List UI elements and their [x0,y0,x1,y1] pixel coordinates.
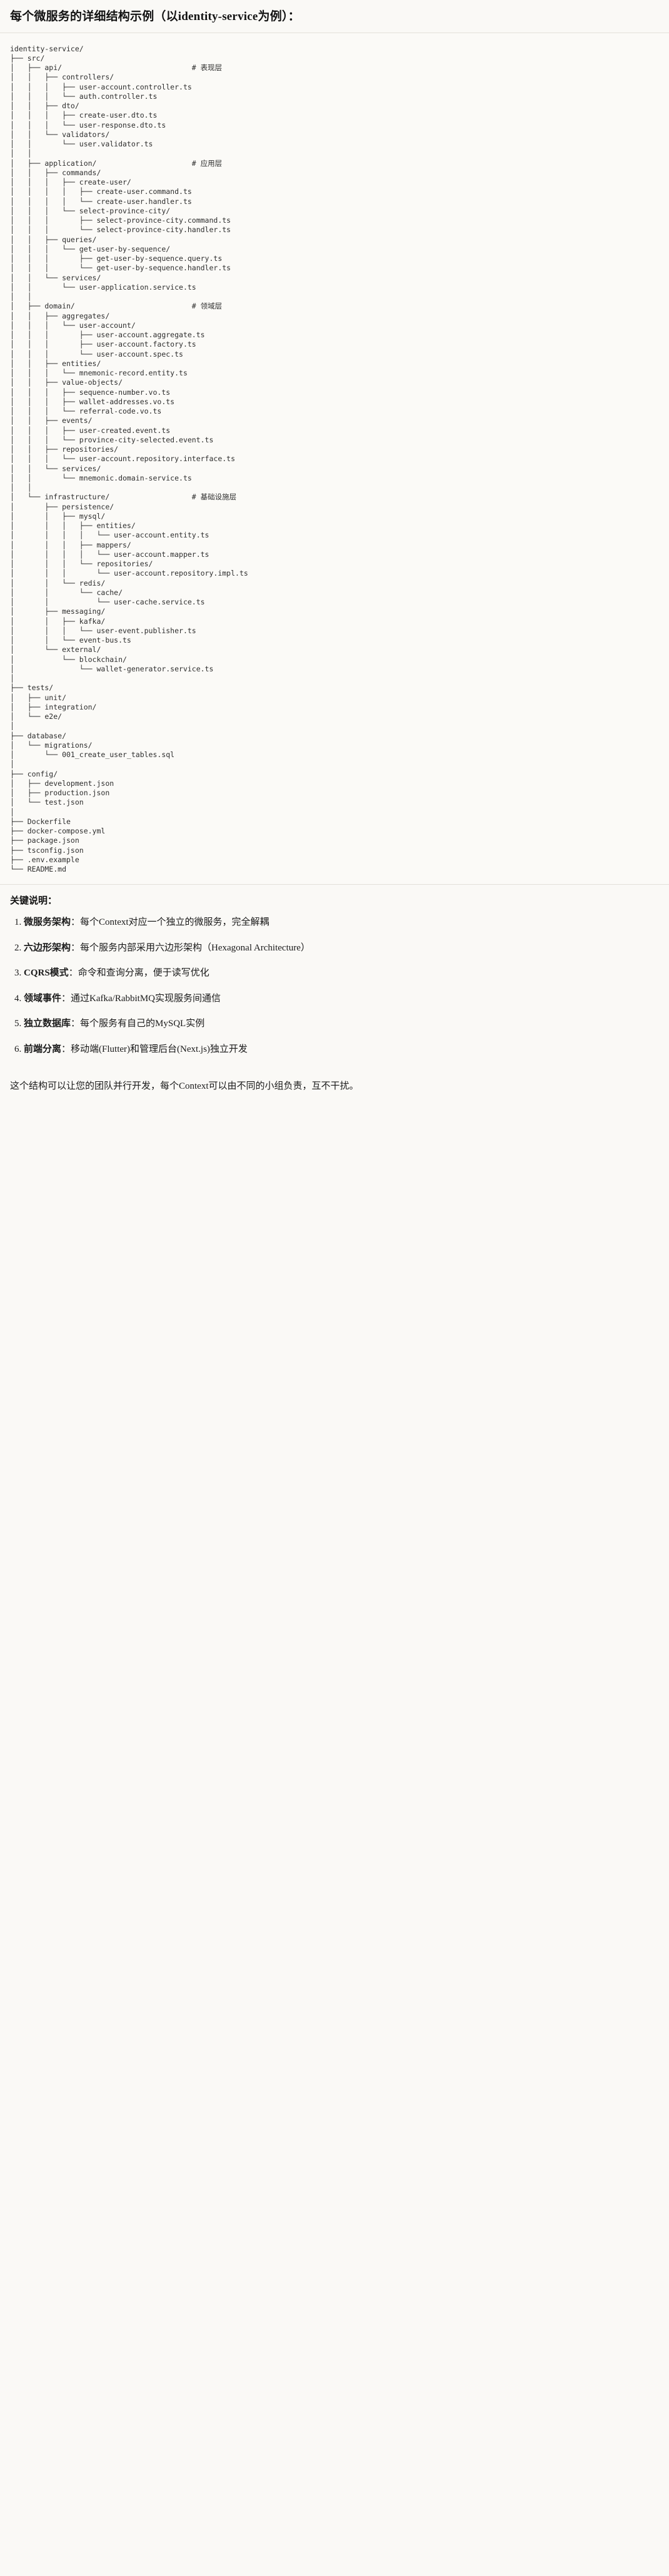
page-title: 每个微服务的详细结构示例（以identity-service为例）： [10,10,300,23]
key-points-list: 微服务架构：每个Context对应一个独立的微服务，完全解耦六边形架构：每个服务… [10,915,659,1056]
closing-paragraph: 这个结构可以让您的团队并行开发，每个Context可以由不同的小组负责，互不干扰… [10,1081,359,1092]
key-point-description: 通过Kafka/RabbitMQ实现服务间通信 [71,993,221,1004]
key-points-title: 关键说明： [10,896,58,907]
key-point-term: 独立数据库 [24,1019,71,1029]
key-point-term: 领域事件 [24,993,62,1004]
key-point-separator: ： [71,917,81,928]
directory-tree-block: identity-service/ ├── src/ │ ├── api/ # … [0,33,669,885]
key-point-separator: ： [61,1044,71,1054]
document-header: 每个微服务的详细结构示例（以identity-service为例）： [0,0,669,33]
key-point-description: 每个服务有自己的MySQL实例 [80,1019,205,1029]
key-point-term: CQRS模式 [24,968,69,979]
key-point-item: 独立数据库：每个服务有自己的MySQL实例 [24,1017,659,1031]
key-point-item: 微服务架构：每个Context对应一个独立的微服务，完全解耦 [24,915,659,930]
key-point-term: 六边形架构 [24,942,71,953]
directory-tree: identity-service/ ├── src/ │ ├── api/ # … [10,44,248,874]
key-point-item: 前端分离：移动端(Flutter)和管理后台(Next.js)独立开发 [24,1042,659,1057]
key-point-separator: ： [71,942,81,953]
key-point-item: 领域事件：通过Kafka/RabbitMQ实现服务间通信 [24,992,659,1006]
key-point-item: CQRS模式：命令和查询分离，便于读写优化 [24,966,659,980]
key-point-term: 微服务架构 [24,917,71,928]
key-points-section: 关键说明： 微服务架构：每个Context对应一个独立的微服务，完全解耦六边形架… [0,885,669,1073]
key-point-separator: ： [61,993,71,1004]
document-page: 每个微服务的详细结构示例（以identity-service为例）： ident… [0,0,669,1106]
key-point-description: 每个服务内部采用六边形架构（Hexagonal Architecture） [80,942,310,953]
key-point-item: 六边形架构：每个服务内部采用六边形架构（Hexagonal Architectu… [24,941,659,955]
key-point-description: 移动端(Flutter)和管理后台(Next.js)独立开发 [71,1044,248,1054]
key-point-separator: ： [68,968,78,979]
key-point-separator: ： [71,1019,81,1029]
key-point-description: 命令和查询分离，便于读写优化 [78,968,209,979]
key-point-description: 每个Context对应一个独立的微服务，完全解耦 [80,917,269,928]
key-point-term: 前端分离 [24,1044,62,1054]
